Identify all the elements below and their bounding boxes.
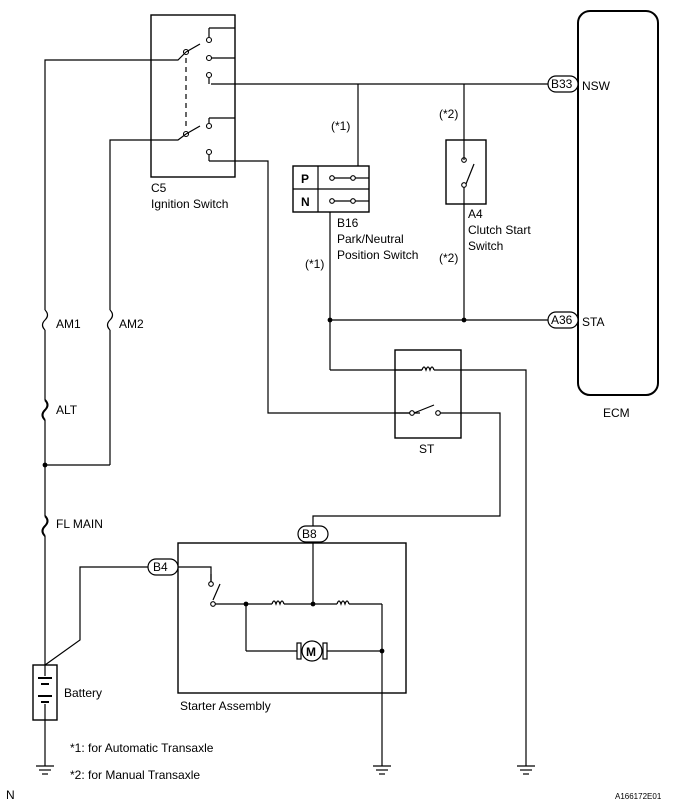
ecm: ECM NSW STA [577, 10, 659, 420]
marker-manual-bottom: (*2) [439, 251, 458, 265]
fuse-fl-main: FL MAIN [41, 515, 103, 537]
fuse-alt-label: ALT [56, 403, 78, 417]
connector-a36-label: A36 [551, 313, 573, 327]
starter-assembly: B8 M Starter Assembly [177, 525, 407, 766]
st-relay-label: ST [419, 442, 435, 456]
connector-b33-label: B33 [551, 77, 573, 91]
connector-b33: B33 [547, 75, 579, 93]
fuse-am1: AM1 [41, 309, 81, 331]
pn-position-p: P [301, 172, 309, 186]
starter-label: Starter Assembly [180, 699, 271, 713]
connector-b4-label: B4 [153, 560, 168, 574]
corner-left-label: N [6, 788, 15, 802]
battery: Battery [32, 664, 102, 721]
ecm-label: ECM [603, 406, 630, 420]
clutch-switch-name-1: Clutch Start [468, 223, 531, 237]
marker-auto-top: (*1) [331, 119, 350, 133]
park-neutral-switch: P N B16 Park/Neutral Position Switch [292, 165, 418, 262]
pn-switch-code: B16 [337, 216, 359, 230]
ecm-terminal-sta: STA [582, 315, 604, 329]
pn-switch-name-1: Park/Neutral [337, 232, 404, 246]
marker-auto-bottom: (*1) [305, 257, 324, 271]
battery-label: Battery [64, 686, 102, 700]
st-relay: ST [394, 349, 462, 456]
fuse-fl-main-label: FL MAIN [56, 517, 103, 531]
ground-relay [517, 765, 535, 775]
clutch-switch-code: A4 [468, 207, 483, 221]
fuse-alt: ALT [41, 399, 78, 421]
ground-starter [373, 765, 391, 775]
pn-switch-name-2: Position Switch [337, 248, 418, 262]
clutch-start-switch: A4 Clutch Start Switch [445, 139, 531, 253]
ignition-switch-name: Ignition Switch [151, 197, 228, 211]
connector-b8-label: B8 [302, 527, 317, 541]
motor-symbol: M [306, 645, 316, 659]
legend-note-1: *1: for Automatic Transaxle [70, 741, 214, 755]
ignition-switch-code: C5 [151, 181, 167, 195]
legend-note-2: *2: for Manual Transaxle [70, 768, 200, 782]
connector-b4: B4 [147, 558, 179, 576]
connector-a36: A36 [547, 311, 579, 329]
connector-b8: B8 [297, 525, 329, 543]
corner-right-label: A166172E01 [615, 792, 662, 801]
ecm-terminal-nsw: NSW [582, 79, 611, 93]
marker-manual-top: (*2) [439, 107, 458, 121]
fuse-am2-label: AM2 [119, 317, 144, 331]
ignition-switch: C5 Ignition Switch [150, 14, 236, 211]
fuse-am1-label: AM1 [56, 317, 81, 331]
motor-icon [301, 640, 323, 662]
pn-position-n: N [301, 195, 310, 209]
fuse-am2: AM2 [106, 309, 144, 331]
clutch-switch-name-2: Switch [468, 239, 503, 253]
ground-battery [36, 765, 54, 775]
